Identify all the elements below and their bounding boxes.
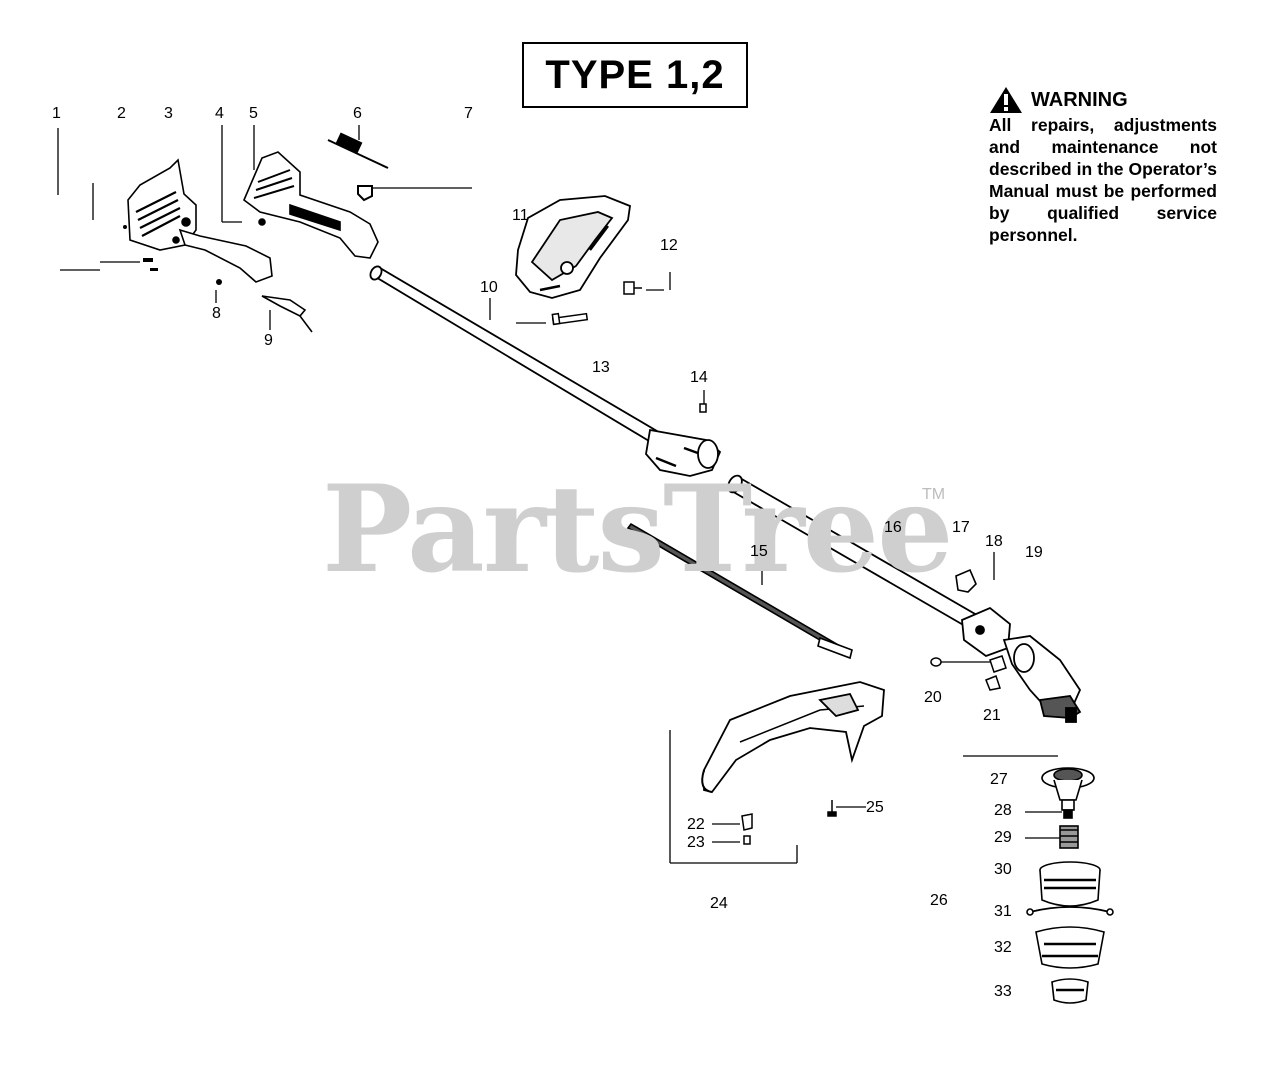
callout-31: 31: [994, 903, 1012, 920]
callout-14: 14: [690, 369, 708, 386]
callout-3: 3: [164, 105, 173, 122]
warning-text: All repairs, adjustments and maintenance…: [989, 115, 1217, 245]
callout-4: 4: [215, 105, 224, 122]
callout-9: 9: [264, 332, 273, 349]
callout-15: 15: [750, 543, 768, 560]
callout-1: 1: [52, 105, 61, 122]
callout-7: 7: [464, 105, 473, 122]
lower-shaft-part: [727, 474, 1082, 723]
handle-housing-part: [243, 151, 379, 259]
screw-part: [623, 281, 642, 295]
throttle-part: [261, 295, 313, 333]
bolt-part: [551, 312, 589, 326]
warning-notice: WARNING All repairs, adjustments and mai…: [989, 86, 1217, 246]
callout-18: 18: [985, 533, 1003, 550]
callout-19: 19: [1025, 544, 1043, 561]
callout-21: 21: [983, 707, 1001, 724]
front-handle-part: [515, 195, 631, 299]
warning-heading: WARNING: [1031, 89, 1128, 111]
callout-26: 26: [930, 892, 948, 909]
gear-screw-part: [930, 655, 1007, 691]
callout-24: 24: [710, 895, 728, 912]
callout-16: 16: [884, 519, 902, 536]
drive-shaft-part: [626, 522, 853, 660]
callout-2: 2: [117, 105, 126, 122]
callout-13: 13: [592, 359, 610, 376]
callout-25: 25: [866, 799, 884, 816]
upper-shaft-part: [369, 265, 722, 477]
guard-fastener-part: [741, 800, 837, 845]
callout-12: 12: [660, 237, 678, 254]
cable-part: [327, 132, 389, 202]
trigger-housing-part: [127, 158, 273, 283]
callout-28: 28: [994, 802, 1012, 819]
trimmer-guard-part: [701, 681, 885, 794]
callout-5: 5: [249, 105, 258, 122]
callout-6: 6: [353, 105, 362, 122]
leader-lines: [57, 125, 1062, 864]
watermark-tm: TM: [922, 486, 946, 503]
wing-knob-part: [955, 568, 977, 593]
callout-32: 32: [994, 939, 1012, 956]
callout-29: 29: [994, 829, 1012, 846]
callout-33: 33: [994, 983, 1012, 1000]
callout-20: 20: [924, 689, 942, 706]
callout-8: 8: [212, 305, 221, 322]
callout-22: 22: [687, 816, 705, 833]
callout-17: 17: [952, 519, 970, 536]
callout-27: 27: [990, 771, 1008, 788]
callout-30: 30: [994, 861, 1012, 878]
shaft-screw-part: [699, 403, 707, 413]
warning-heading-row: WARNING: [989, 86, 1217, 114]
callout-11: 11: [512, 207, 529, 224]
small-screw-part: [123, 225, 222, 285]
callout-10: 10: [480, 279, 498, 296]
callout-23: 23: [687, 834, 705, 851]
type-title: TYPE 1,2: [522, 42, 748, 108]
warning-triangle-icon: [990, 87, 1022, 113]
watermark-logo: PartsTree: [322, 459, 953, 600]
trimmer-head-parts: [1026, 767, 1114, 1004]
